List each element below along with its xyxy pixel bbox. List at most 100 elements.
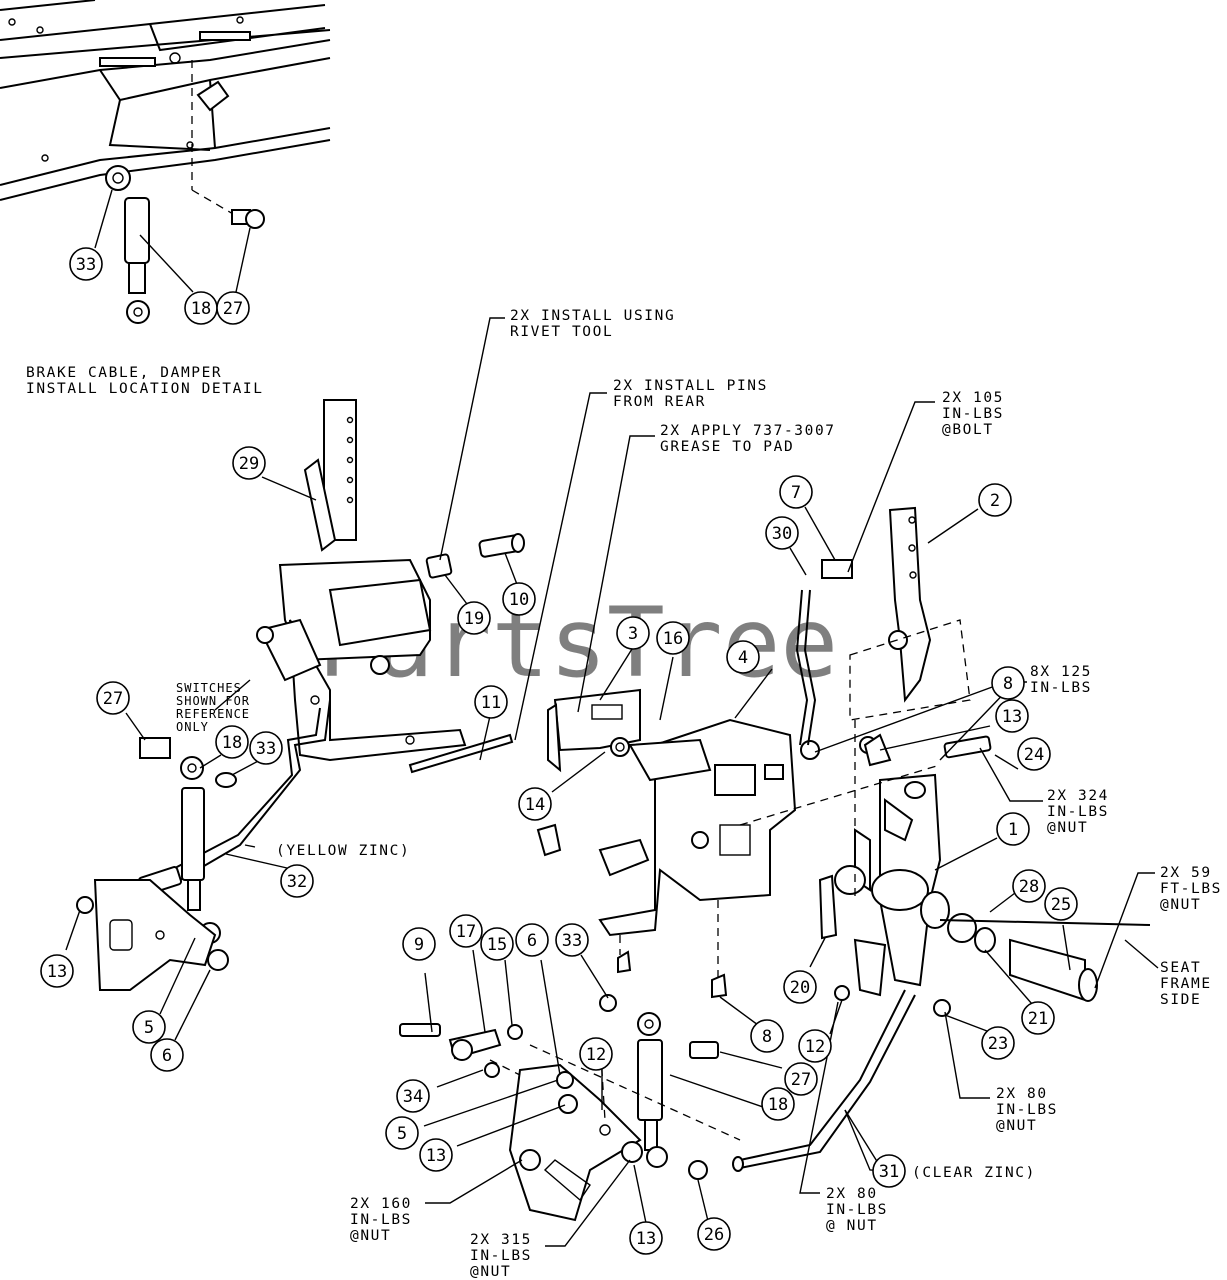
part-balloon-number: 15 <box>487 935 507 955</box>
note-315-line3: @NUT <box>470 1264 511 1280</box>
part-balloon: 13 <box>995 699 1029 733</box>
part-balloon-number: 4 <box>738 648 748 668</box>
part-balloon: 18 <box>184 291 218 325</box>
part-balloon-circle <box>995 699 1029 733</box>
part-balloon: 3 <box>616 616 650 650</box>
part-balloon-circle <box>1012 869 1046 903</box>
part-balloon-number: 9 <box>414 935 424 955</box>
part-balloon: 10 <box>502 582 536 616</box>
part-balloon: 11 <box>474 685 508 719</box>
part-balloon: 26 <box>697 1217 731 1251</box>
note-rivet-line2: RIVET TOOL <box>510 324 613 340</box>
part-balloon: 8 <box>991 666 1025 700</box>
part-balloon: 19 <box>457 601 491 635</box>
part-balloon-circle <box>502 582 536 616</box>
note-324-line1: 2X 324 <box>1047 788 1109 804</box>
note-yellow-zinc: (YELLOW ZINC) <box>276 843 410 859</box>
part-balloon: 9 <box>402 927 436 961</box>
part-balloon-number: 11 <box>481 693 501 713</box>
note-pins-line2: FROM REAR <box>613 394 706 410</box>
part-balloon: 33 <box>69 247 103 281</box>
note-80b-line1: 2X 80 <box>826 1186 878 1202</box>
note-detail-line1: BRAKE CABLE, DAMPER <box>26 365 222 381</box>
part-balloon-number: 33 <box>76 255 96 275</box>
part-balloon: 12 <box>798 1029 832 1063</box>
part-balloon-number: 6 <box>527 931 537 951</box>
note-grease-line1: 2X APPLY 737-3007 <box>660 423 836 439</box>
part-balloon: 32 <box>280 864 314 898</box>
part-balloon: 6 <box>515 923 549 957</box>
part-balloon-number: 28 <box>1019 877 1039 897</box>
part-balloon-circle <box>419 1138 453 1172</box>
part-balloon-number: 24 <box>1024 745 1044 765</box>
part-balloon-circle <box>518 787 552 821</box>
part-balloon-number: 19 <box>464 609 484 629</box>
note-59-line1: 2X 59 <box>1160 865 1212 881</box>
part-balloon: 15 <box>480 927 514 961</box>
part-balloon-number: 18 <box>222 733 242 753</box>
notes: BRAKE CABLE, DAMPER INSTALL LOCATION DET… <box>26 308 1220 1280</box>
frame-detail <box>0 0 331 324</box>
note-315-line1: 2X 315 <box>470 1232 532 1248</box>
part-balloon-number: 23 <box>988 1034 1008 1054</box>
center-brackets <box>536 559 877 999</box>
part-balloon-circle <box>765 516 799 550</box>
note-80a-line2: IN-LBS <box>996 1102 1058 1118</box>
part-balloon-circle <box>996 812 1030 846</box>
part-balloon-circle <box>280 864 314 898</box>
part-balloon: 21 <box>1021 1001 1055 1035</box>
part-balloon-number: 13 <box>1002 707 1022 727</box>
part-balloon-circle <box>629 1221 663 1255</box>
part-balloon: 13 <box>419 1138 453 1172</box>
part-balloon-circle <box>249 731 283 765</box>
part-balloon-number: 27 <box>223 299 243 319</box>
part-balloon-number: 20 <box>790 978 810 998</box>
part-balloon-circle <box>232 446 266 480</box>
part-balloon-circle <box>750 1019 784 1053</box>
part-balloon: 20 <box>783 970 817 1004</box>
note-80b-line2: IN-LBS <box>826 1202 888 1218</box>
part-balloon-number: 5 <box>397 1124 407 1144</box>
part-balloon-number: 34 <box>403 1087 423 1107</box>
part-balloon: 4 <box>726 640 760 674</box>
part-balloon: 16 <box>656 621 690 655</box>
part-balloon-circle <box>798 1029 832 1063</box>
note-grease-line2: GREASE TO PAD <box>660 439 794 455</box>
note-switches-line4: ONLY <box>176 720 209 734</box>
part-balloon: 31 <box>872 1154 906 1188</box>
note-324-line2: IN-LBS <box>1047 804 1109 820</box>
part-balloon-number: 27 <box>791 1070 811 1090</box>
part-balloon: 13 <box>629 1221 663 1255</box>
part-balloon-number: 33 <box>256 739 276 759</box>
part-balloon: 25 <box>1044 887 1078 921</box>
part-balloon-circle <box>396 1079 430 1113</box>
part-balloon: 14 <box>518 787 552 821</box>
balloon-leaders <box>65 189 1071 1224</box>
part-balloon-circle <box>783 970 817 1004</box>
part-balloon-number: 7 <box>791 483 801 503</box>
note-160-line1: 2X 160 <box>350 1196 412 1212</box>
right-assembly <box>732 506 1151 1172</box>
part-balloon-circle <box>779 475 813 509</box>
note-switches-line2: SHOWN FOR <box>176 694 250 708</box>
part-balloon-number: 8 <box>762 1027 772 1047</box>
note-80a-line3: @NUT <box>996 1118 1037 1134</box>
part-balloon-circle <box>150 1038 184 1072</box>
note-105-line2: IN-LBS <box>942 406 1004 422</box>
part-balloon-circle <box>96 681 130 715</box>
part-balloon: 27 <box>784 1062 818 1096</box>
part-balloon: 18 <box>761 1087 795 1121</box>
part-balloon-circle <box>978 483 1012 517</box>
part-balloon-circle <box>132 1010 166 1044</box>
part-balloon-circle <box>402 927 436 961</box>
part-balloon: 12 <box>579 1037 613 1071</box>
part-balloon-circle <box>480 927 514 961</box>
part-balloon-number: 33 <box>562 931 582 951</box>
part-balloon: 34 <box>396 1079 430 1113</box>
note-rivet-line1: 2X INSTALL USING <box>510 308 675 324</box>
note-seat-line3: SIDE <box>1160 992 1201 1008</box>
part-balloon: 33 <box>555 923 589 957</box>
part-balloon-number: 30 <box>772 524 792 544</box>
note-160-line2: IN-LBS <box>350 1212 412 1228</box>
